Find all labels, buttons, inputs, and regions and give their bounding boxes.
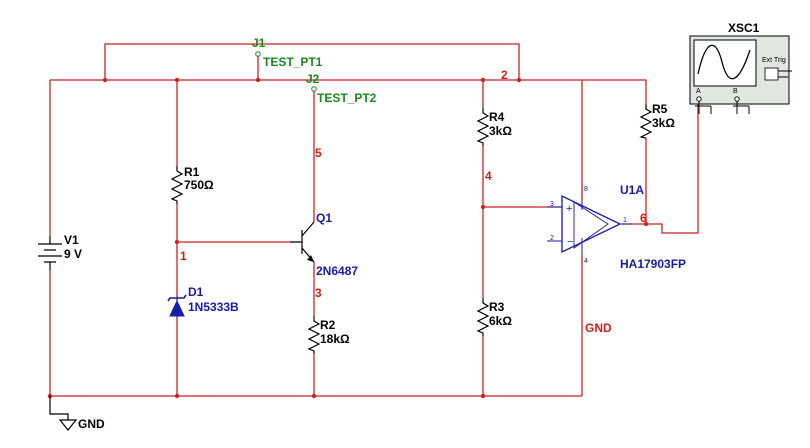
j1-net-label: TEST_PT1 — [263, 55, 323, 69]
q1-ref-label: Q1 — [316, 211, 332, 225]
resistor-icon — [476, 108, 490, 146]
resistor-icon — [307, 316, 321, 354]
opamp-triangle-icon — [561, 194, 622, 254]
v1-value-label: 9 V — [64, 247, 82, 261]
resistor-r3[interactable]: R3 6kΩ — [476, 298, 512, 336]
r3-value-label: 6kΩ — [489, 314, 512, 328]
test-point-icon — [255, 51, 261, 57]
test-point-j2[interactable]: J2 TEST_PT2 — [306, 72, 377, 105]
d1-value-label: 1N5333B — [188, 300, 239, 314]
channel-b-label: B — [733, 88, 738, 95]
npn-transistor-icon — [290, 221, 315, 263]
u1a-value-label: HA17903FP — [620, 257, 686, 271]
r4-ref-label: R4 — [489, 110, 505, 124]
v1-ref-label: V1 — [64, 233, 79, 247]
pin-plus-label: 3 — [550, 201, 554, 208]
resistor-r2[interactable]: R2 18kΩ — [307, 316, 350, 354]
r2-ref-label: R2 — [320, 318, 336, 332]
r1-value-label: 750Ω — [184, 178, 214, 192]
transistor-q1[interactable]: Q1 2N6487 — [290, 211, 358, 278]
net-label-5: 5 — [315, 146, 322, 160]
resistor-r5[interactable]: R5 3kΩ — [639, 102, 675, 139]
junction-dot — [480, 204, 486, 210]
q1-value-label: 2N6487 — [316, 264, 358, 278]
pin-minus-label: 2 — [550, 235, 554, 242]
emitter-arrow-icon — [307, 255, 314, 262]
r5-value-label: 3kΩ — [652, 116, 675, 130]
net-label-2: 2 — [501, 68, 508, 82]
pin-vee-label: 4 — [584, 258, 588, 265]
net-label-4: 4 — [485, 169, 492, 183]
ext-trig-port[interactable] — [764, 67, 779, 81]
junction-dot — [643, 221, 649, 227]
channel-b-port[interactable] — [734, 96, 740, 102]
junction-dot — [174, 77, 180, 83]
battery-icon — [38, 236, 62, 270]
junction-dot — [480, 77, 486, 83]
resistor-r4[interactable]: R4 3kΩ — [476, 108, 512, 146]
xsc1-ref-label: XSC1 — [728, 21, 760, 35]
ground-icon — [49, 396, 78, 431]
d1-ref-label: D1 — [188, 285, 204, 299]
oscilloscope-screen — [693, 39, 757, 87]
minus-sign: − — [567, 236, 573, 248]
r5-ref-label: R5 — [652, 102, 668, 116]
ground-label: GND — [78, 417, 105, 431]
r2-value-label: 18kΩ — [320, 332, 350, 346]
junction-dot — [174, 239, 180, 245]
net-label-3: 3 — [315, 286, 322, 300]
test-point-icon — [311, 86, 317, 92]
resistor-icon — [476, 298, 490, 336]
r3-ref-label: R3 — [489, 300, 505, 314]
ext-trig-label: Ext Trig — [762, 57, 786, 64]
comparator-u1a[interactable]: + − 3 2 1 8 4 U1A HA17903FP — [547, 183, 686, 271]
battery-v1[interactable]: V1 9 V — [38, 233, 82, 270]
resistor-icon — [170, 166, 184, 204]
opamp-inner-triangle-icon — [573, 201, 609, 249]
channel-a-port[interactable] — [696, 96, 702, 102]
resistor-icon — [639, 104, 653, 139]
junction-dot — [102, 77, 108, 83]
wire-top-loop — [104, 43, 520, 80]
net-label-1: 1 — [180, 249, 187, 263]
u1a-ref-label: U1A — [620, 183, 644, 197]
j2-net-label: TEST_PT2 — [317, 91, 377, 105]
j2-ref-label: J2 — [306, 72, 320, 86]
ground-symbol[interactable]: GND — [49, 396, 105, 431]
j1-ref-label: J1 — [252, 36, 266, 50]
opamp-pins — [547, 200, 632, 254]
probe-leads — [695, 101, 750, 114]
r4-value-label: 3kΩ — [489, 124, 512, 138]
wire-out-scope — [622, 104, 699, 234]
zener-diode-icon — [169, 299, 185, 317]
junction-dot — [516, 77, 522, 83]
channel-a-label: A — [696, 88, 701, 95]
pin-vcc-label: 8 — [584, 186, 588, 193]
sine-wave-icon — [697, 44, 751, 80]
wire-r5-top — [582, 79, 647, 104]
resistor-r1[interactable]: R1 750Ω — [170, 165, 214, 204]
pin-out-label: 1 — [623, 217, 627, 224]
r1-ref-label: R1 — [184, 165, 200, 179]
junction-dot — [480, 393, 486, 399]
junctions — [47, 77, 649, 399]
test-point-j1[interactable]: J1 TEST_PT1 — [252, 36, 323, 69]
zener-diode-d1[interactable]: D1 1N5333B — [167, 285, 239, 318]
net-labels: 1 2 3 4 5 6 GND — [180, 68, 647, 335]
junction-dot — [255, 77, 261, 83]
net-label-gnd: GND — [585, 321, 612, 335]
net-label-6: 6 — [640, 211, 647, 225]
ext-trig-leads — [778, 70, 792, 78]
oscilloscope-xsc1[interactable]: XSC1 Ext Trig A B — [689, 21, 792, 114]
plus-sign: + — [566, 203, 572, 215]
junction-dot — [174, 393, 180, 399]
junction-dot — [311, 393, 317, 399]
